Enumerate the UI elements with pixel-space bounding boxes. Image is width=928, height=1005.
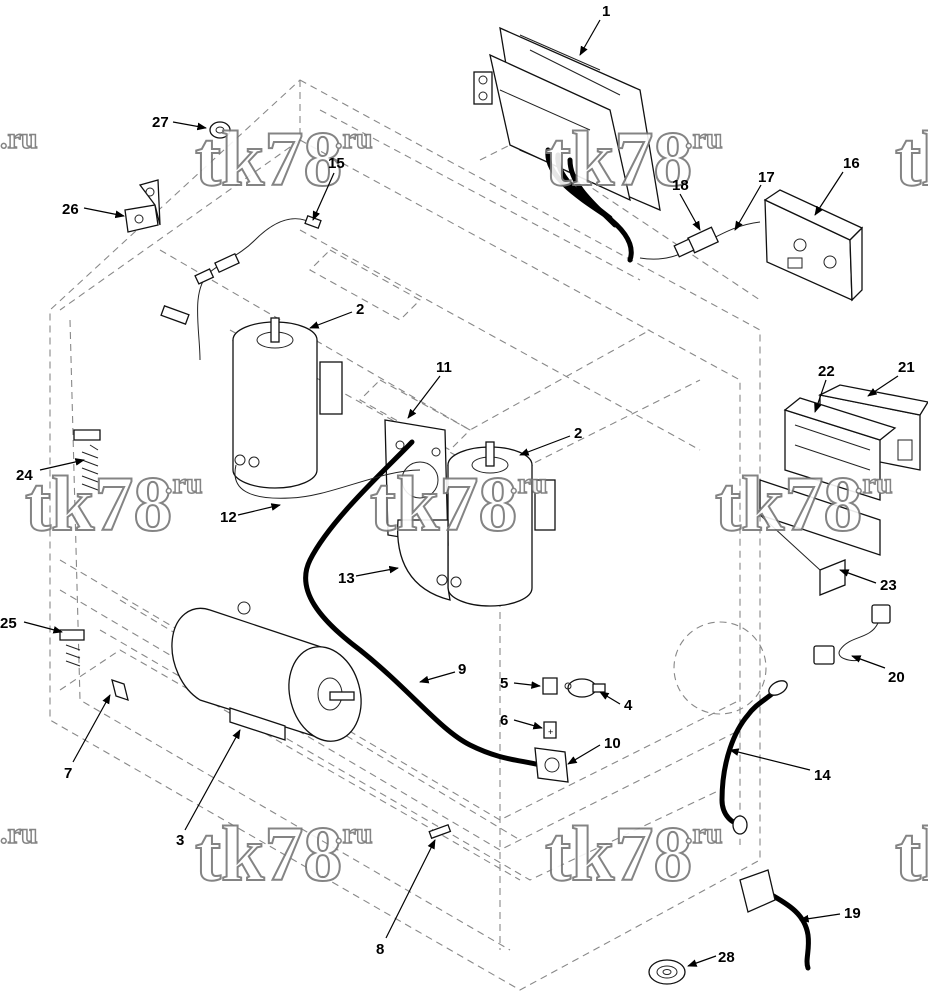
callout-14: 14 (814, 767, 831, 784)
callout-26: 26 (62, 201, 79, 218)
switch-10 (534, 747, 569, 783)
callout-24: 24 (16, 467, 33, 484)
watermark-text: tk78 (25, 460, 172, 547)
callout-20: 20 (888, 669, 905, 686)
callout-21: 21 (898, 359, 915, 376)
callout-5: 5 (500, 675, 508, 692)
callout-18: 18 (672, 177, 689, 194)
power-cord-19 (739, 869, 811, 971)
relay-block-22 (783, 397, 897, 501)
callout-23: 23 (880, 577, 897, 594)
callout-28: 28 (718, 949, 735, 966)
bushing-27 (209, 121, 231, 139)
svg-text:+: + (548, 727, 553, 737)
watermark-text: tk78 (195, 810, 342, 897)
callout-9: 9 (458, 661, 466, 678)
clip-7 (111, 679, 129, 701)
callout-16: 16 (843, 155, 860, 172)
callout-8: 8 (376, 941, 384, 958)
callout-12: 12 (220, 509, 237, 526)
watermark-suffix: .ru (685, 122, 723, 155)
callout-4: 4 (624, 697, 633, 714)
watermark-suffix: .ru (335, 122, 373, 155)
watermark-suffix: .ru (0, 122, 38, 155)
watermark-text: tk78 (195, 115, 342, 202)
leader-lines (23, 19, 899, 967)
callout-7: 7 (64, 765, 72, 782)
callout-19: 19 (844, 905, 861, 922)
label-5 (542, 677, 558, 695)
thermostat-4 (564, 678, 606, 698)
watermark-suffix: .ru (855, 467, 893, 500)
watermark-text: tk78 (545, 115, 692, 202)
callout-13: 13 (338, 570, 355, 587)
watermark-suffix: .ru (335, 817, 373, 850)
bracket-26 (124, 179, 161, 233)
callout-11: 11 (436, 359, 452, 376)
motor-center (447, 441, 556, 607)
mounting-bracket-23 (759, 479, 881, 596)
cable-9 (303, 439, 543, 768)
pin-8 (428, 823, 452, 840)
watermark-suffix: .ru (165, 467, 203, 500)
ground-cable-14 (719, 680, 788, 835)
callout-1: 1 (602, 3, 610, 20)
watermark-suffix: .ru (510, 467, 548, 500)
spring-24 (73, 429, 101, 491)
label-6: + (543, 721, 557, 739)
grommet-28 (648, 959, 686, 985)
connector-harness (639, 221, 761, 260)
control-board (473, 26, 661, 212)
callout-15: 15 (328, 155, 345, 172)
callout-2: 2 (574, 425, 582, 442)
callout-3: 3 (176, 832, 184, 849)
spring-25 (59, 629, 85, 667)
callout-27: 27 (152, 114, 169, 131)
sensor-wire-15 (160, 215, 322, 361)
watermark-text: tk78 (895, 810, 928, 897)
control-board-wiring (545, 147, 634, 263)
callout-6: 6 (500, 712, 508, 729)
watermark-suffix: .ru (0, 817, 38, 850)
watermark-layer: tk78 .ru tk78 .ru tk78 .ru tk78 .ru tk78… (0, 114, 928, 898)
watermark-text: tk78 (895, 115, 928, 202)
callout-22: 22 (818, 363, 835, 380)
plug-connector (813, 604, 891, 665)
callout-17: 17 (758, 169, 775, 186)
callout-10: 10 (604, 735, 621, 752)
wire-12 (234, 464, 421, 499)
watermark-suffix: .ru (685, 817, 723, 850)
motor-housing-13 (396, 519, 462, 601)
drive-motor (171, 601, 362, 742)
watermark-text: tk78 (370, 460, 517, 547)
terminal-box (763, 189, 864, 302)
motor-upper-left (232, 317, 343, 489)
callout-labels: 1 2 2 3 4 5 6 7 8 9 10 11 12 13 14 15 16… (0, 3, 915, 966)
watermark-text: tk78 (715, 460, 862, 547)
watermark-text: tk78 (545, 810, 692, 897)
callout-2: 2 (356, 301, 364, 318)
callout-25: 25 (0, 615, 17, 632)
